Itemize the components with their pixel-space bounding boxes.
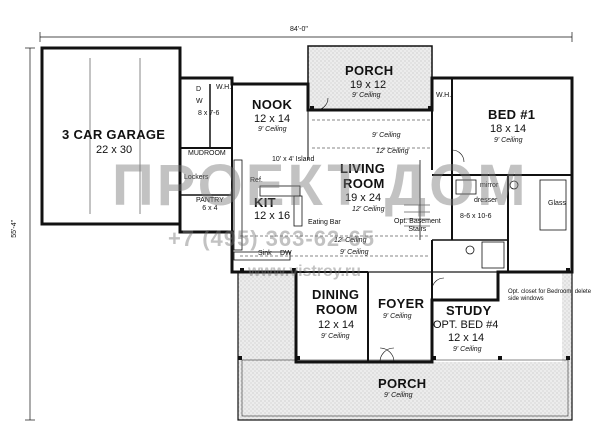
overall-width-label: 84'-0": [290, 26, 308, 33]
bed1-size: 18 x 14: [490, 123, 527, 135]
pantry-size: 6 x 4: [202, 204, 218, 212]
laundry-wh: W.H.: [216, 84, 232, 91]
garage-name: 3 CAR GARAGE: [62, 127, 166, 142]
mirror-label: mirror: [480, 182, 499, 189]
ceiling-12-lower: 12' Ceiling: [334, 237, 367, 244]
wic-size: 8-6 x 10-6: [460, 213, 492, 220]
closet-note: Opt. closet for Bedroom, delete side win…: [508, 289, 592, 302]
nook-name: NOOK: [252, 97, 293, 112]
porch-bottom-area: [238, 272, 572, 420]
nook-ceiling: 9' Ceiling: [258, 126, 287, 133]
basement-stairs-line1: Opt. Basement: [394, 218, 441, 225]
walls: [40, 46, 574, 364]
ref-label: Ref.: [250, 177, 263, 184]
kit-size: 12 x 16: [254, 210, 291, 222]
study-alt-name: OPT. BED #4: [433, 319, 499, 331]
ceiling-9-lower: 9' Ceiling: [340, 249, 369, 256]
ceiling-12-upper: 12' Ceiling: [376, 148, 409, 155]
dw-label: DW: [280, 250, 292, 257]
bed1-name: BED #1: [488, 107, 536, 122]
study-size: 12 x 14: [448, 332, 485, 344]
pantry-label: PANTRY 6 x 4: [196, 197, 224, 212]
dining-name-line2: ROOM: [316, 302, 358, 317]
pantry-name: PANTRY: [196, 197, 224, 204]
dresser-label: dresser: [474, 197, 498, 204]
foyer-ceiling: 9' Ceiling: [383, 313, 412, 320]
laundry-size: 8 x 7-6: [198, 110, 220, 117]
eating-bar-label: Eating Bar: [308, 219, 341, 226]
laundry-w: W: [196, 98, 203, 105]
overall-depth-label: 55'-4": [11, 219, 19, 238]
porch-top-size: 19 x 12: [350, 79, 387, 91]
glass-label: Glass: [548, 200, 566, 207]
living-ceiling: 12' Ceiling: [352, 206, 385, 213]
dining-ceiling: 9' Ceiling: [321, 333, 350, 340]
wh-porch-label: W.H.: [436, 92, 452, 99]
sink-label: Sink: [258, 250, 272, 257]
stairs: [404, 204, 430, 227]
island-label: 10' x 4' Island: [272, 156, 315, 163]
basement-stairs-line2: Stairs: [408, 225, 427, 233]
nook-size: 12 x 14: [254, 113, 291, 125]
basement-stairs-label: Opt. Basement Stairs: [394, 218, 441, 233]
mudroom-label: MUDROOM: [188, 150, 226, 157]
living-name-line1: LIVING: [340, 161, 386, 176]
ceiling-9-upper: 9' Ceiling: [372, 132, 401, 139]
garage-size: 22 x 30: [96, 144, 133, 156]
porches: [237, 45, 573, 421]
bed1-ceiling: 9' Ceiling: [494, 137, 523, 144]
kit-name: KIT: [254, 195, 276, 210]
study-name: STUDY: [446, 303, 492, 318]
laundry-d: D: [196, 86, 202, 93]
dimension-lines: [25, 32, 573, 421]
study-ceiling: 9' Ceiling: [453, 346, 482, 353]
porch-top-ceiling: 9' Ceiling: [352, 92, 381, 99]
living-name-line2: ROOM: [343, 176, 385, 191]
porch-bottom-ceiling: 9' Ceiling: [384, 392, 413, 399]
porch-bottom-name: PORCH: [378, 376, 427, 391]
foyer-name: FOYER: [378, 296, 425, 311]
living-size: 19 x 24: [345, 192, 382, 204]
dining-name-line1: DINING: [312, 287, 360, 302]
porch-top-name: PORCH: [345, 63, 394, 78]
lockers-label: Lockers: [184, 174, 209, 181]
dining-size: 12 x 14: [318, 319, 355, 331]
